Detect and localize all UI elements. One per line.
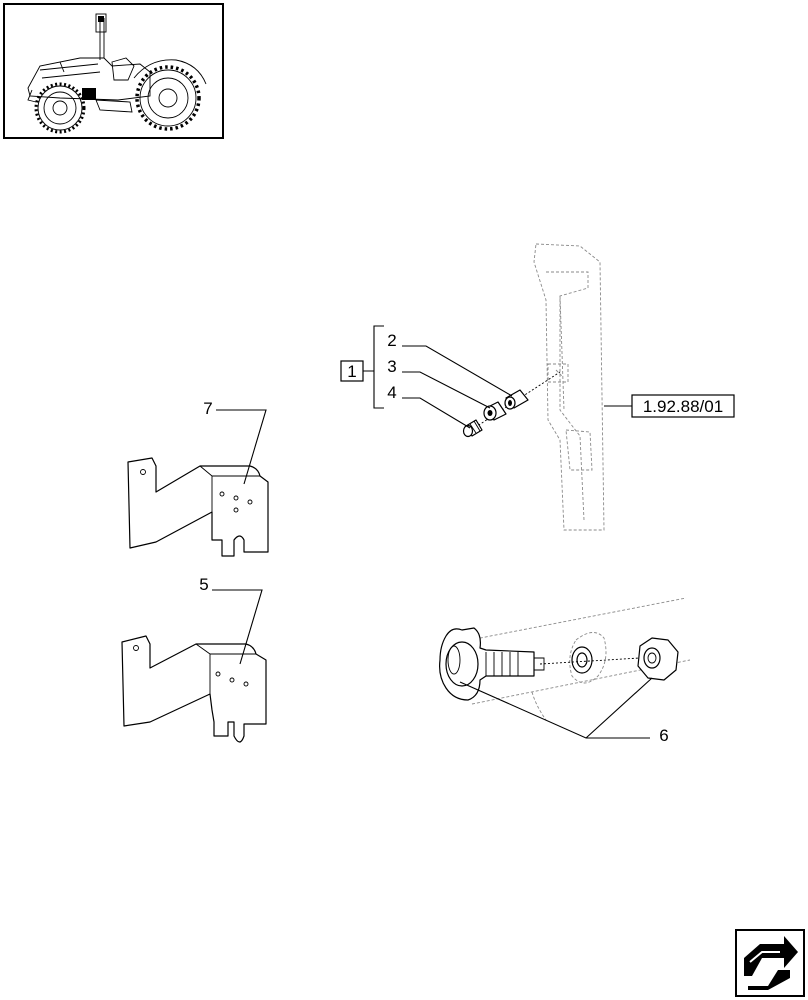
mounting-assembly-6[interactable]: 6 xyxy=(439,597,691,745)
group-callout: 1 2 3 4 xyxy=(340,325,513,429)
connector-parts xyxy=(462,371,561,438)
part-2-sleeve[interactable] xyxy=(504,389,529,410)
reference-label: 1.92.88/01 xyxy=(643,397,723,416)
bracket-part-7[interactable]: 7 xyxy=(127,399,269,557)
callout-2: 2 xyxy=(387,331,396,350)
next-page-arrow-icon[interactable] xyxy=(735,929,805,997)
cab-pillar xyxy=(533,243,605,531)
group-label: 1 xyxy=(347,362,356,381)
bracket-part-5[interactable]: 5 xyxy=(121,575,267,743)
callout-5: 5 xyxy=(199,575,208,594)
callout-7: 7 xyxy=(203,399,212,418)
callout-6: 6 xyxy=(659,726,668,745)
callout-3: 3 xyxy=(387,357,396,376)
part-4-plug[interactable] xyxy=(462,419,483,438)
tractor-thumbnail-icon[interactable] xyxy=(3,3,224,139)
reference-callout[interactable]: 1.92.88/01 xyxy=(604,394,735,418)
callout-4: 4 xyxy=(387,383,396,402)
part-3-ring[interactable] xyxy=(483,401,507,421)
